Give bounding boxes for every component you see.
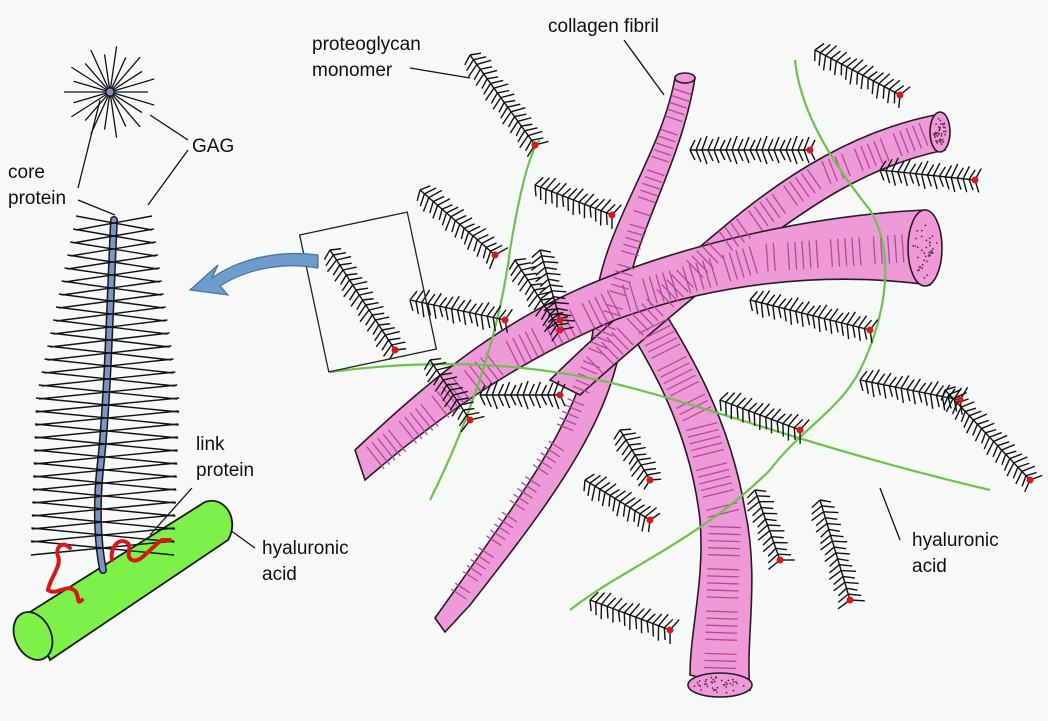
label-hyaluronic-acid-right: hyaluronic acid: [912, 530, 1004, 577]
hyaluronic-acid-rod: [6, 501, 232, 666]
label-core-protein: core protein: [8, 162, 66, 209]
label-hyaluronic-acid-left: hyaluronic acid: [262, 538, 354, 585]
magnify-arrow: [190, 254, 318, 295]
label-proteoglycan: proteoglycan monomer: [312, 34, 426, 81]
starburst-core: [106, 88, 114, 96]
label-collagen-fibril: collagen fibril: [548, 16, 659, 37]
label-link-protein: link protein: [196, 434, 254, 481]
label-gag: GAG: [192, 136, 234, 157]
